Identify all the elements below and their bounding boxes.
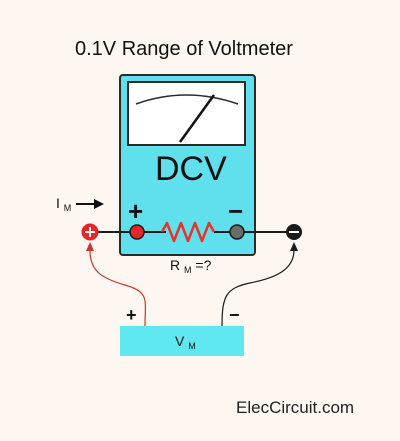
- positive-terminal-icon: [129, 224, 145, 240]
- current-label: I M: [56, 195, 71, 213]
- source-plus-sign: +: [126, 305, 137, 325]
- current-label-main: I: [56, 195, 60, 211]
- resistor-icon: [160, 221, 216, 243]
- watermark: ElecCircuit.com: [236, 398, 354, 417]
- voltage-source-box: [120, 326, 244, 356]
- resistor-label-tail: =?: [195, 257, 211, 273]
- negative-terminal-icon: [229, 224, 245, 240]
- source-label: V M: [175, 333, 196, 351]
- current-label-sub: M: [64, 203, 72, 213]
- meter-scale-arc: [135, 94, 239, 105]
- meter-plus-sign: +: [128, 196, 143, 226]
- meter-display: [127, 81, 246, 146]
- resistor-label-sub: M: [184, 265, 192, 275]
- arrow-right-icon: [94, 199, 104, 209]
- resistor-label: R M =?: [170, 257, 212, 276]
- diagram-title: 0.1V Range of Voltmeter: [75, 38, 293, 60]
- red-lead-arrow-icon: [86, 242, 94, 251]
- black-lead-arrow-icon: [290, 242, 298, 251]
- meter-minus-sign: −: [228, 196, 243, 226]
- source-label-sub: M: [188, 341, 196, 351]
- source-label-main: V: [175, 333, 185, 349]
- meter-mode-label: DCV: [155, 150, 227, 188]
- red-test-lead: [89, 249, 146, 327]
- source-minus-sign: −: [229, 305, 240, 325]
- black-test-lead: [221, 249, 295, 327]
- resistor-label-main: R: [170, 257, 180, 273]
- meter-needle: [178, 94, 216, 143]
